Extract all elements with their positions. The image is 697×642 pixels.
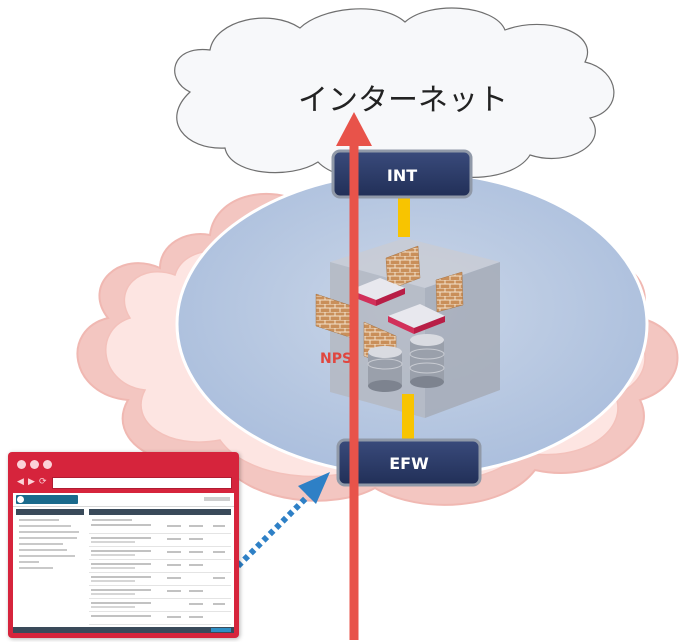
int-label: INT (387, 166, 417, 185)
portal-page-thumbnail (13, 493, 234, 633)
traffic-arrowhead-icon (336, 112, 372, 146)
address-bar (52, 477, 232, 489)
back-icon: ◀ (17, 477, 24, 487)
access-arrowhead-icon (298, 472, 330, 504)
int-link-line (398, 197, 410, 237)
reload-icon: ⟳ (39, 477, 47, 487)
window-dot-icon (30, 460, 39, 469)
portal-logo-icon (16, 495, 78, 504)
nps-label: NPS (320, 351, 352, 367)
efw-firewall-node: EFW (336, 438, 482, 487)
efw-link-line (402, 394, 414, 440)
storage-disk-icon (367, 334, 445, 392)
portal-sidebar (16, 509, 84, 629)
efw-label: EFW (389, 454, 429, 473)
forward-icon: ▶ (28, 477, 35, 487)
firewall-icon (315, 245, 464, 369)
portal-access-arrow (235, 491, 313, 569)
internet-cloud-label: インターネット (298, 83, 508, 118)
int-router-node: INT (331, 149, 473, 199)
portal-main-table (89, 509, 231, 629)
window-dot-icon (43, 460, 52, 469)
internet-cloud-icon (174, 7, 615, 181)
browser-window-icon: ◀ ▶ ⟳ (8, 452, 239, 638)
router-icon (350, 278, 445, 334)
window-dot-icon (17, 460, 26, 469)
